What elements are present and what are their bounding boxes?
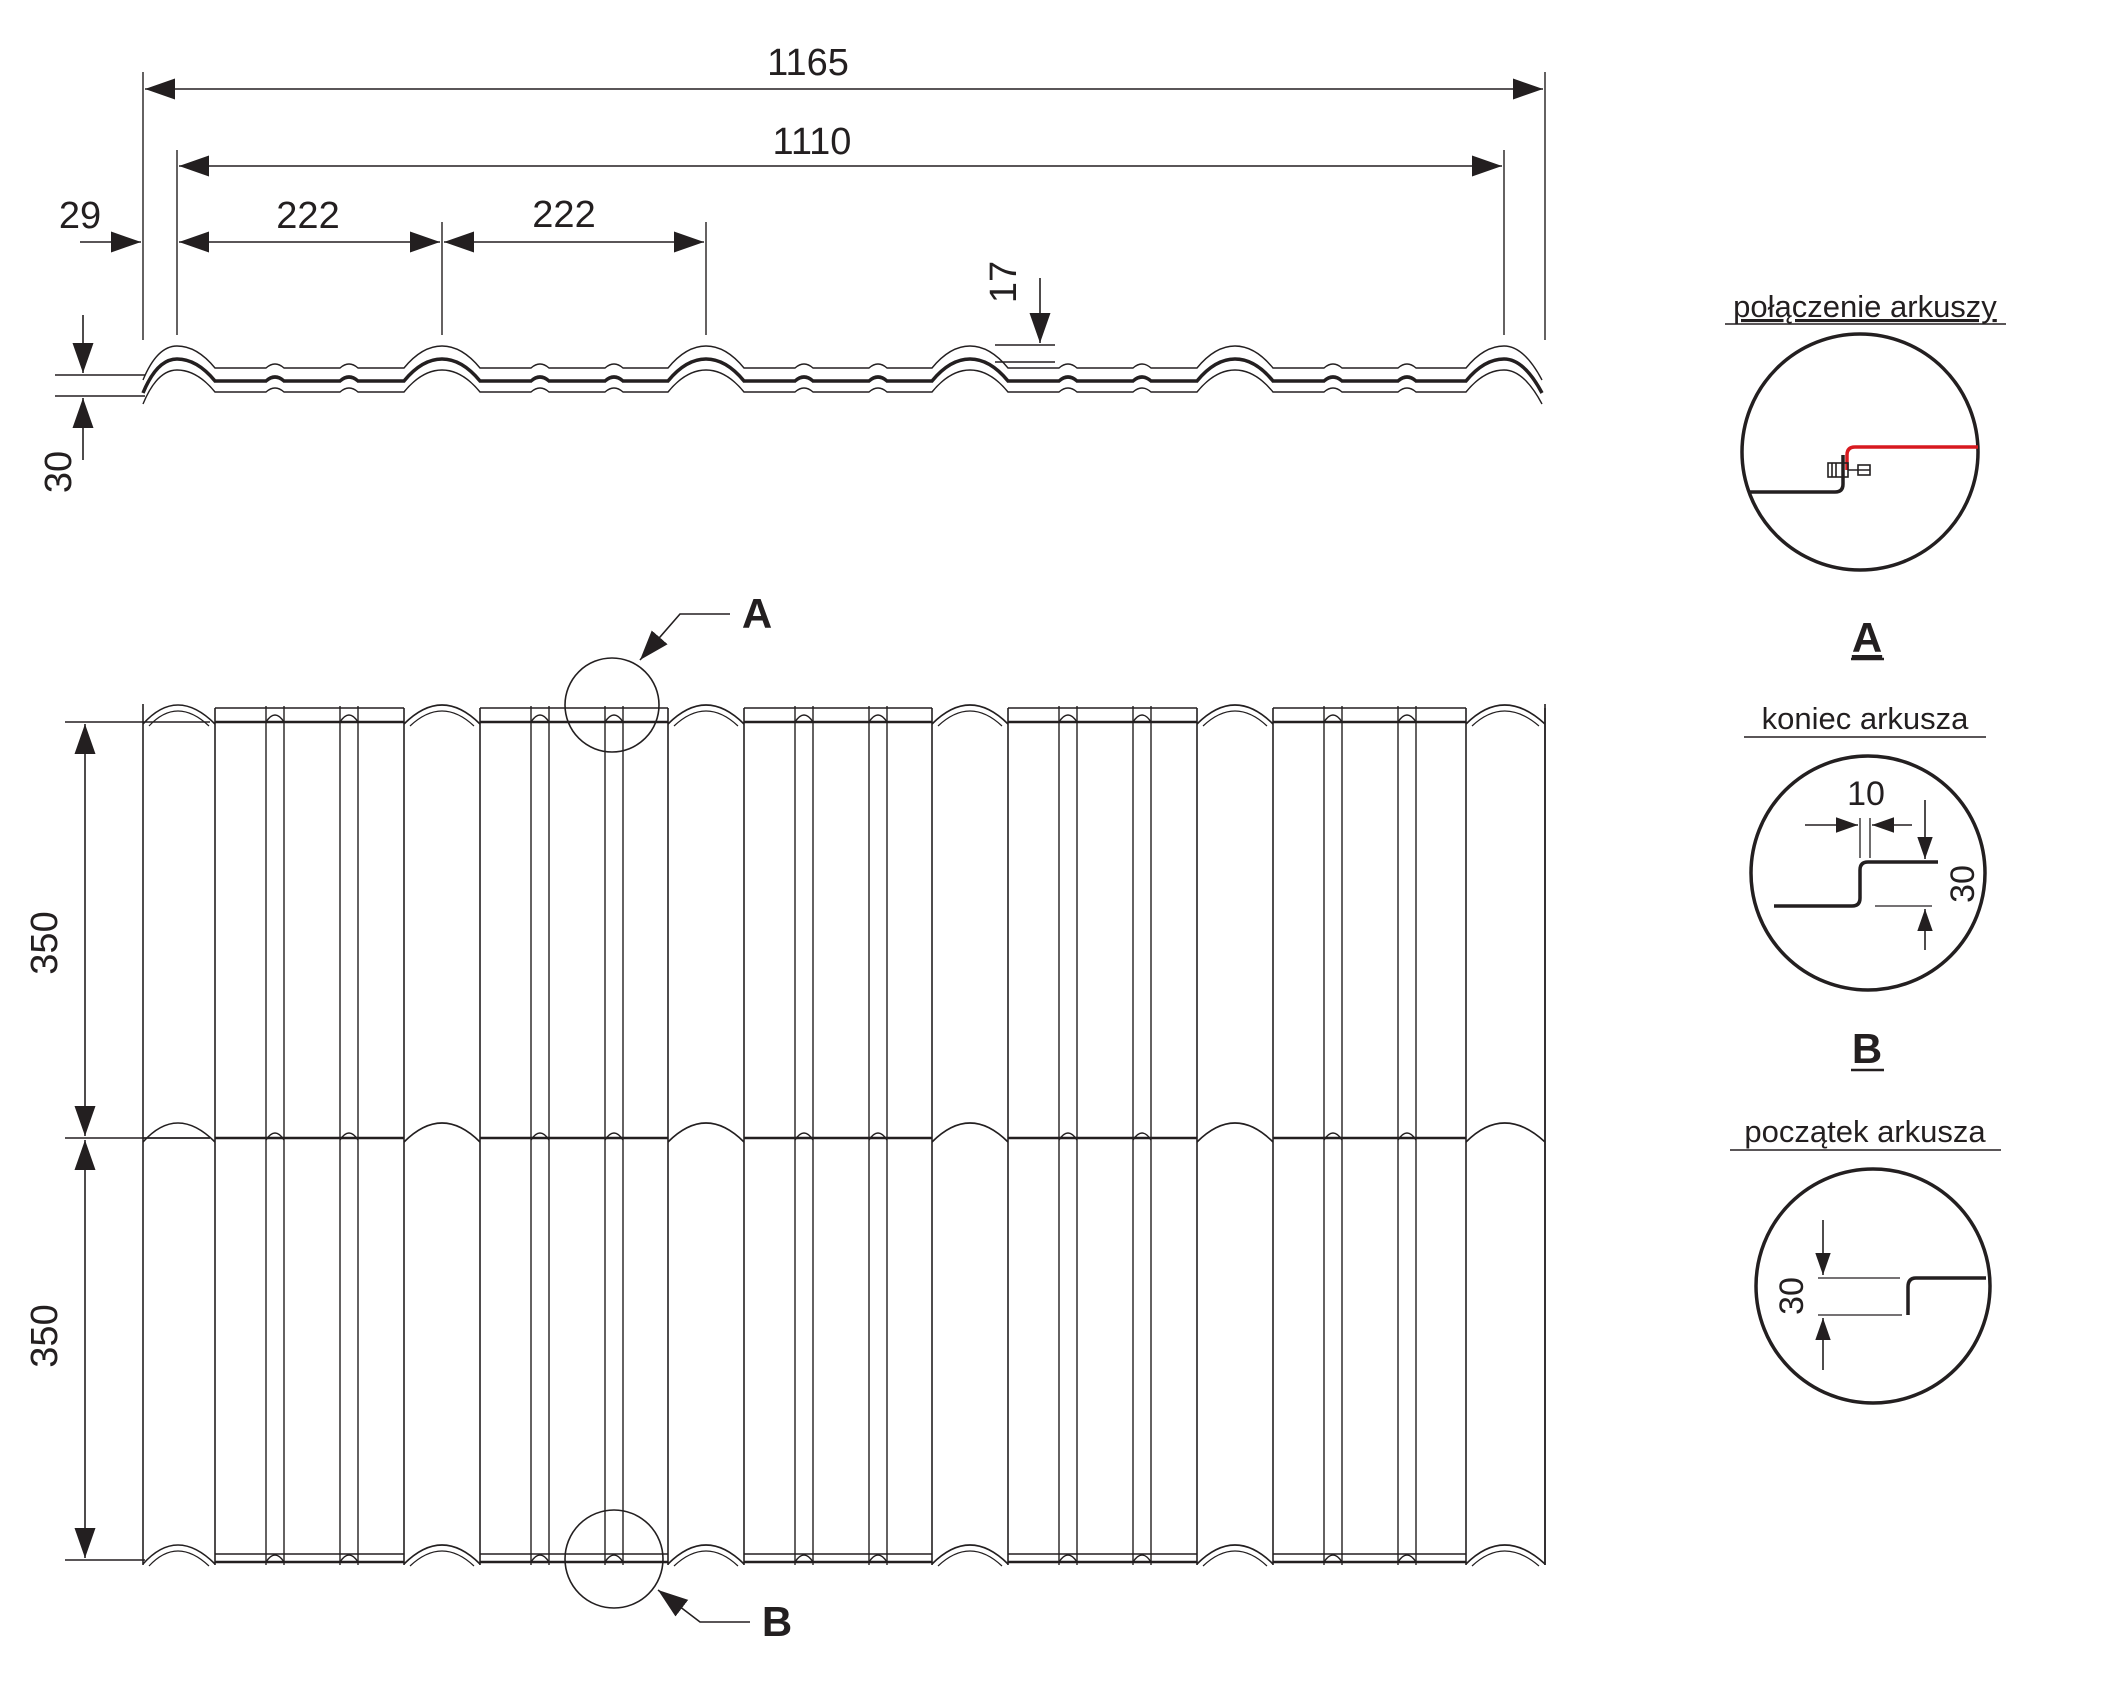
- detail-a-lower-sheet: [1748, 455, 1845, 494]
- plan-view: 350 350 A B: [24, 590, 1546, 1645]
- rib-arc: [1323, 1554, 1343, 1563]
- detail-b-dimensions: [1805, 800, 1933, 950]
- dim-total-width: 1165: [767, 42, 849, 84]
- callout-a: [564, 613, 730, 753]
- plan-dimension-lines: [65, 721, 210, 1561]
- crest-arc-inner: [673, 1550, 739, 1567]
- detail-b-profile: [1774, 860, 1938, 908]
- detail-b-dim-height: 30: [1944, 865, 1982, 903]
- rib-arc: [339, 1554, 359, 1563]
- detail-c-caption: początek arkusza: [1744, 1114, 1986, 1149]
- detail-a-upper-sheet: [1845, 445, 1978, 470]
- profile-top-edge: [142, 345, 1543, 381]
- rib-arc: [1058, 714, 1078, 723]
- crest-arc: [403, 1544, 481, 1565]
- crest-arc-inner: [1471, 1550, 1540, 1567]
- crest-arc-inner: [1202, 710, 1268, 727]
- crest-arc-inner: [1202, 1550, 1268, 1567]
- crest-arc: [667, 704, 745, 725]
- rib-arc: [530, 1554, 550, 1563]
- callout-b: [564, 1509, 750, 1623]
- rib-arc: [1323, 714, 1343, 723]
- profile-main-line: [141, 357, 1544, 394]
- crest-arc: [931, 704, 1009, 725]
- crest-arc-inner: [937, 710, 1003, 727]
- crest-arc: [403, 704, 481, 725]
- dim-depth: 17: [983, 261, 1025, 303]
- dim-pitch-1: 222: [276, 195, 339, 237]
- detail-b-circle: [1749, 754, 1987, 992]
- detail-c-dim-height: 30: [1773, 1277, 1811, 1315]
- rib-arc: [794, 1554, 814, 1563]
- detail-a-caption: połączenie arkuszy: [1733, 289, 1997, 324]
- detail-sheet-start: początek arkusza 30: [1730, 1114, 2001, 1405]
- detail-b-dim-step: 10: [1847, 775, 1885, 813]
- crest-arc: [1196, 1544, 1274, 1565]
- callout-a-label: A: [742, 590, 772, 637]
- crest-arc-inner: [1471, 710, 1540, 727]
- crest-arc: [142, 1544, 216, 1565]
- dim-edge: 29: [59, 195, 101, 237]
- detail-b-caption: koniec arkusza: [1762, 701, 1970, 736]
- crest-arc: [667, 1122, 745, 1143]
- crest-arc: [1465, 1544, 1546, 1565]
- rib-arc: [1397, 1554, 1417, 1563]
- rib-arc: [604, 1554, 624, 1563]
- rib-arc: [265, 714, 285, 723]
- crest-arc: [931, 1544, 1009, 1565]
- callout-b-label: B: [762, 1598, 792, 1645]
- detail-a-letter: A: [1852, 614, 1882, 661]
- detail-b-letter: B: [1852, 1025, 1882, 1072]
- dimension-lines: [72, 78, 1543, 460]
- crest-arc-inner: [937, 1550, 1003, 1567]
- dim-height: 30: [38, 451, 80, 493]
- crest-arc: [1196, 1122, 1274, 1143]
- crest-arc: [1465, 1122, 1546, 1143]
- crest-arc-inner: [148, 1550, 210, 1567]
- dim-pitch-2: 222: [532, 194, 595, 236]
- detail-c-profile: [1906, 1276, 1986, 1315]
- crest-arc-inner: [409, 1550, 475, 1567]
- detail-c-dimensions: [1815, 1220, 1902, 1370]
- detail-sheet-joint: połączenie arkuszy A: [1725, 289, 2006, 661]
- crest-arc: [142, 704, 216, 725]
- rib-arc: [794, 714, 814, 723]
- crest-arc: [1465, 704, 1546, 725]
- sheet-profile: [141, 345, 1544, 405]
- extension-lines: [55, 72, 1546, 397]
- screw-icon: [1827, 462, 1871, 478]
- rib-arc: [1397, 714, 1417, 723]
- dim-module-2: 350: [24, 1304, 66, 1367]
- crest-arc-inner: [673, 710, 739, 727]
- crest-arc: [931, 1122, 1009, 1143]
- crest-arc-inner: [148, 710, 210, 727]
- rib-arc: [868, 714, 888, 723]
- detail-a-circle: [1740, 332, 1980, 572]
- crest-arc-inner: [409, 710, 475, 727]
- detail-sheet-end: koniec arkusza 10 30 B: [1744, 701, 1987, 1072]
- profile-view: 1165 1110 29 222 222 17 30: [38, 42, 1546, 493]
- crest-arc: [1196, 704, 1274, 725]
- rib-arc: [265, 1554, 285, 1563]
- rib-arc: [1132, 714, 1152, 723]
- crest-arc: [667, 1544, 745, 1565]
- rib-arc: [339, 714, 359, 723]
- dim-effective-width: 1110: [773, 121, 852, 163]
- rib-arc: [1058, 1554, 1078, 1563]
- rib-arc: [604, 714, 624, 723]
- crest-arc: [142, 1122, 216, 1143]
- detail-c-circle: [1754, 1167, 1992, 1405]
- rib-arc: [530, 714, 550, 723]
- dim-module-1: 350: [24, 911, 66, 974]
- rib-arc: [868, 1554, 888, 1563]
- profile-bottom-edge: [142, 369, 1543, 405]
- crest-arc: [403, 1122, 481, 1143]
- rib-arc: [1132, 1554, 1152, 1563]
- sheet-plan: [142, 704, 1546, 1567]
